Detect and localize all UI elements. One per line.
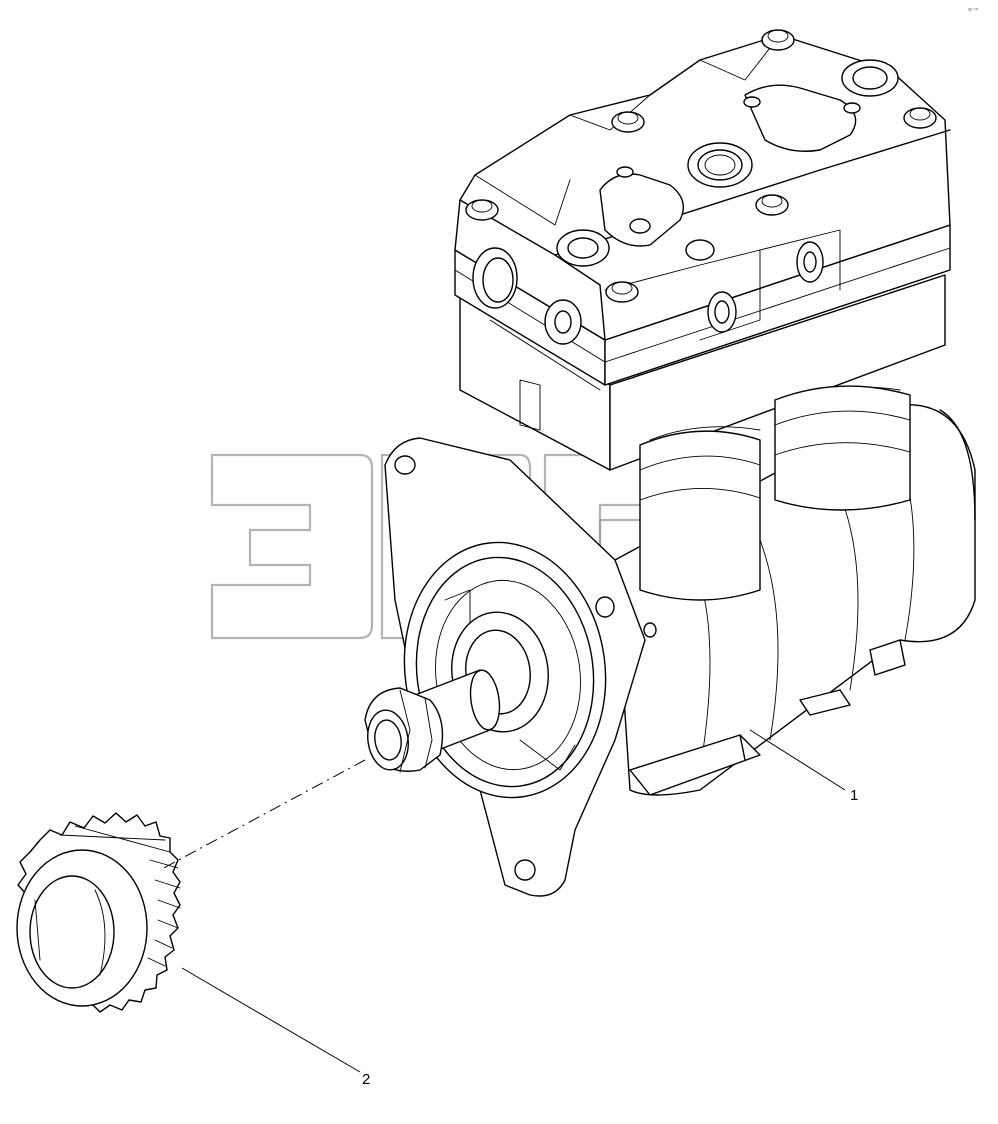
air-compressor-part-1 [364,29,976,897]
callout-label-2: 2 [362,1071,370,1088]
leader-line-1 [749,729,846,791]
drive-gear-part-2 [16,812,181,1013]
corner-mark: ᵃᵖ ʳʳʳ [968,7,979,14]
head-bolts [465,29,937,303]
assembly-axis-line [159,759,366,871]
callout-label-1: 1 [850,787,858,804]
leader-line-2 [181,967,361,1073]
